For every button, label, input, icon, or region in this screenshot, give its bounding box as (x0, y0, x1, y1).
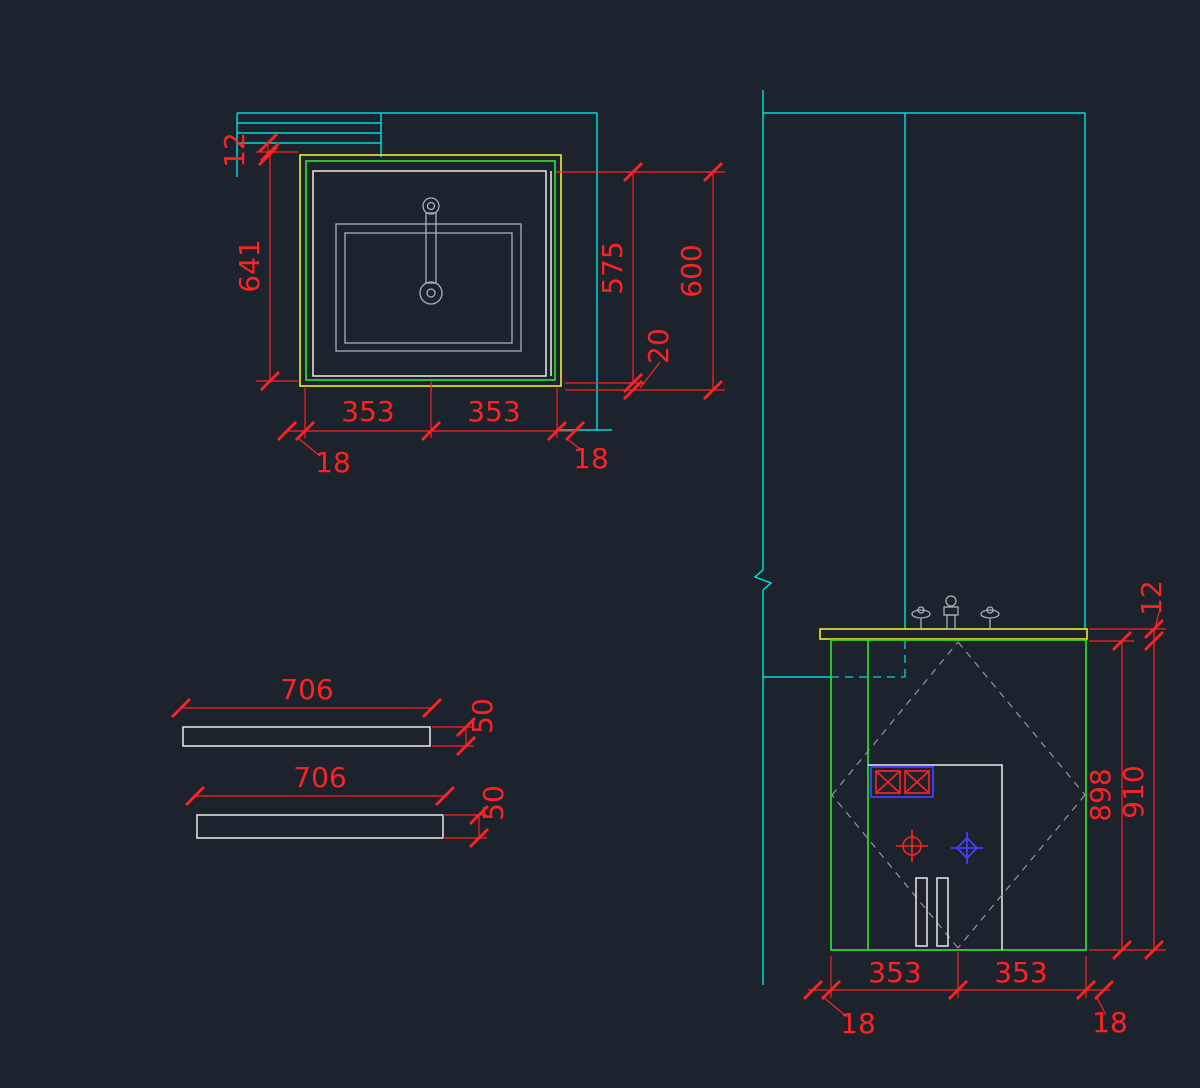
countertop-slab (819, 628, 1088, 640)
dim-12-label: 12 (218, 132, 251, 168)
dim-353-left-elev-label: 353 (868, 956, 921, 989)
board-top-dimensions: 706 50 (170, 673, 499, 757)
dim-910-label: 910 (1117, 765, 1150, 818)
center-mark-red (896, 830, 928, 862)
board-top-thickness-label: 50 (466, 698, 499, 734)
plan-counter-green-frame (305, 160, 556, 381)
board-bottom-outline (196, 814, 444, 839)
dim-898-label: 898 (1084, 768, 1117, 821)
dim-12-elev-label: 12 (1135, 580, 1168, 616)
plan-dimensions: 641 12 353 353 18 18 (218, 132, 725, 479)
board-bottom: 706 50 (184, 761, 510, 849)
plan-view: 641 12 353 353 18 18 (218, 112, 725, 479)
board-top-length-label: 706 (280, 673, 333, 706)
elevation-wall-lines (753, 90, 1086, 985)
dim-18-right-label: 18 (573, 442, 609, 475)
elevation-view: 898 910 12 353 353 18 18 (753, 90, 1168, 1040)
dim-353-right-label: 353 (467, 395, 520, 428)
dim-20-label: 20 (642, 328, 675, 364)
door-swing-lines (831, 641, 1086, 949)
plan-sink-basin (335, 223, 522, 352)
break-symbol (753, 569, 773, 591)
board-top-outline (182, 726, 431, 747)
board-top: 706 50 (170, 673, 499, 757)
dim-575-label: 575 (596, 241, 629, 294)
dim-353-right-elev-label: 353 (994, 956, 1047, 989)
cabinet-inner-panel (868, 764, 1003, 950)
center-mark-blue (951, 832, 983, 864)
board-bottom-length-label: 706 (293, 761, 346, 794)
dim-18-right-elev-label: 18 (1092, 1006, 1128, 1039)
plan-faucet (419, 197, 443, 305)
dim-600-label: 600 (675, 244, 708, 297)
dim-353-left-label: 353 (341, 395, 394, 428)
plan-counter-edge (312, 170, 552, 377)
elevation-dimensions: 898 910 12 353 353 18 18 (802, 580, 1168, 1040)
board-bottom-dimensions: 706 50 (184, 761, 510, 849)
dim-641-label: 641 (233, 239, 266, 292)
outlet-symbol (870, 766, 934, 798)
plan-wall-lines (236, 112, 612, 431)
elevation-faucet-set (911, 595, 1000, 630)
board-bottom-thickness-label: 50 (477, 785, 510, 821)
cabinet-outline (830, 639, 1087, 951)
dim-18-left-label: 18 (315, 446, 351, 479)
cabinet-handles (915, 877, 949, 947)
dim-18-left-elev-label: 18 (840, 1007, 876, 1040)
elevation-hidden-lines (831, 641, 906, 678)
